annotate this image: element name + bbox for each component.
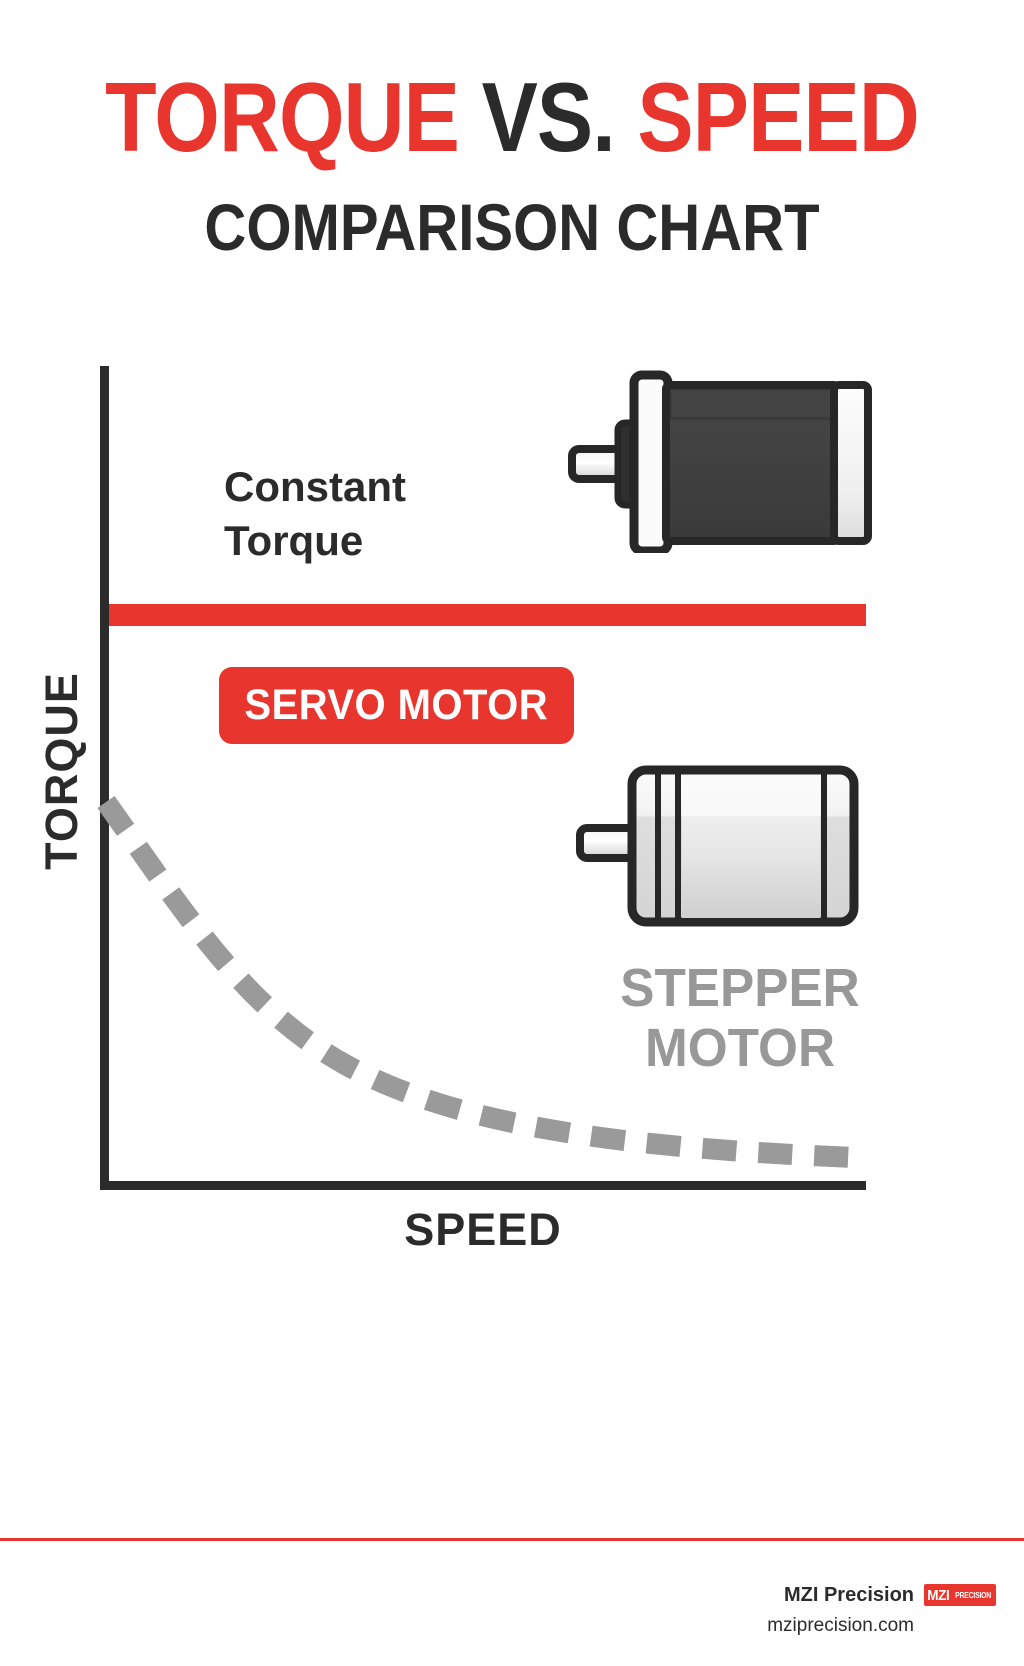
stepper-motor-label-line-2: MOTOR: [645, 1018, 835, 1079]
x-axis-label: SPEED: [404, 1204, 562, 1255]
stepper-motor-torque-curve: [97, 795, 867, 1169]
title-word-speed: SPEED: [637, 62, 919, 172]
logo-precision-text: PRECISION: [954, 1590, 991, 1600]
footer: MZI Precision mziprecision.com MZI PRECIS…: [0, 1538, 1024, 1666]
x-axis-line: [100, 1181, 866, 1190]
servo-motor-badge-label: SERVO MOTOR: [244, 681, 549, 729]
footer-company-name: MZI Precision: [783, 1584, 914, 1606]
constant-torque-line-1: Constant: [224, 463, 406, 510]
y-axis-label: TORQUE: [36, 672, 87, 870]
chart-container: TORQUE SPEED Constant Torque: [36, 366, 883, 1255]
title-word-vs: VS.: [481, 62, 616, 172]
mzi-precision-logo: MZI PRECISION: [924, 1584, 996, 1606]
stepper-motor-label: STEPPER MOTOR: [598, 958, 883, 1079]
constant-torque-annotation: Constant Torque: [224, 460, 406, 568]
footer-divider: [0, 1538, 1024, 1541]
servo-motor-badge: SERVO MOTOR: [219, 667, 574, 744]
footer-text-block: MZI Precision mziprecision.com: [767, 1584, 914, 1637]
stepper-motor-label-line-1: STEPPER: [620, 958, 860, 1018]
servo-motor-illustration: [568, 370, 872, 553]
page-subtitle: COMPARISON CHART: [204, 190, 820, 264]
servo-motor-torque-line: [109, 604, 866, 626]
logo-mzi-text: MZI: [927, 1586, 950, 1604]
footer-website[interactable]: mziprecision.com: [767, 1615, 914, 1636]
page-title: TORQUE VS. SPEED: [72, 68, 953, 166]
constant-torque-line-2: Torque: [224, 516, 364, 564]
y-axis-line: [100, 366, 109, 1190]
stepper-motor-illustration: [576, 765, 859, 927]
page-title-block: TORQUE VS. SPEED COMPARISON CHART: [0, 68, 1024, 260]
title-word-torque: TORQUE: [105, 62, 460, 172]
